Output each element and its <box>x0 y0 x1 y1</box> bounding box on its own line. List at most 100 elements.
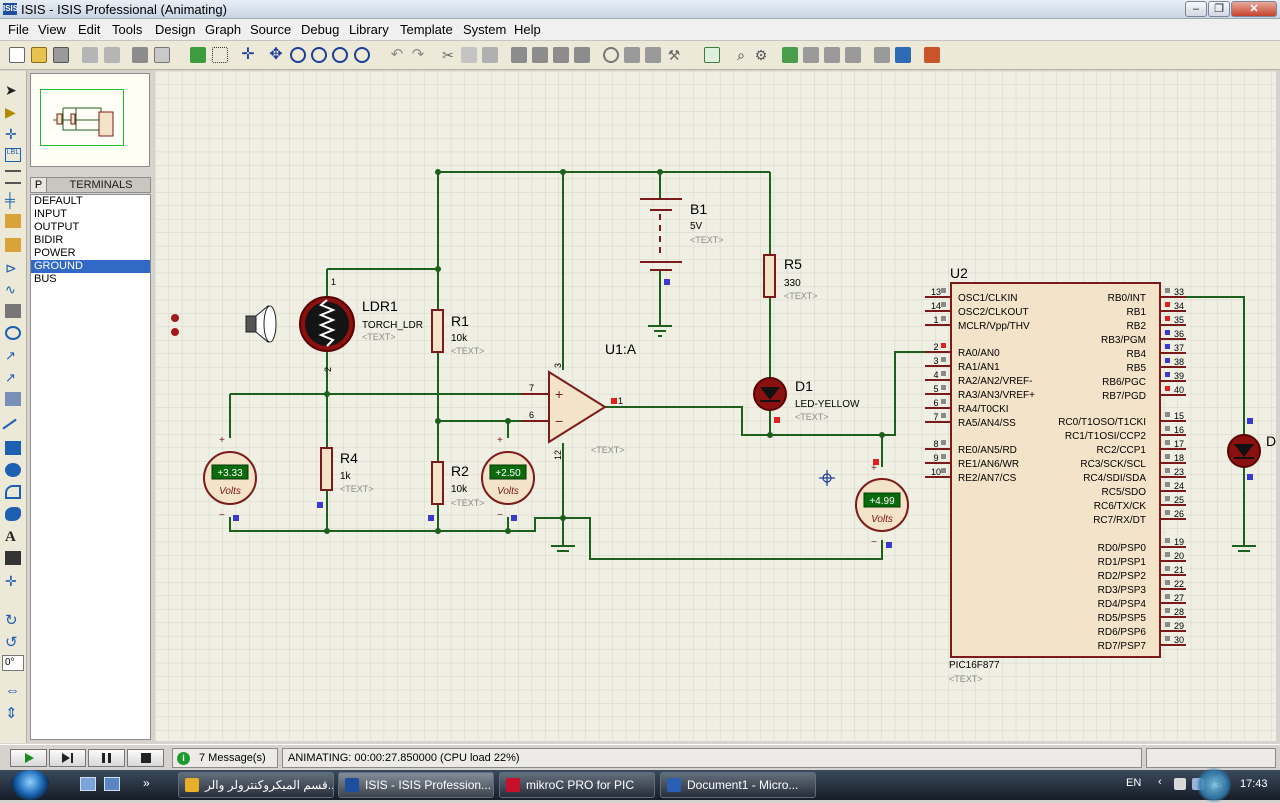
menu-system[interactable]: System <box>463 22 507 37</box>
marker-tool-icon[interactable]: ✛ <box>5 573 17 589</box>
circle-tool-icon[interactable] <box>5 463 21 477</box>
text-script-icon[interactable] <box>5 170 21 184</box>
block-copy-icon[interactable] <box>511 47 527 63</box>
netlist-to-ares-icon[interactable] <box>895 47 911 63</box>
play-button[interactable] <box>10 749 47 767</box>
schematic-editing-window[interactable]: LDR1 TORCH_LDR <TEXT> 1 2 R1 10k <TEXT> … <box>155 71 1280 743</box>
minimize-button[interactable]: ‒ <box>1185 1 1207 17</box>
menu-template[interactable]: Template <box>400 22 453 37</box>
virtual-instruments-icon[interactable] <box>5 392 21 406</box>
zoom-to-child-icon[interactable] <box>824 47 840 63</box>
box-tool-icon[interactable] <box>5 441 21 455</box>
block-delete-icon[interactable] <box>574 47 590 63</box>
voltmeter-3[interactable]: +4.99 Volts <box>855 478 909 532</box>
redo-icon[interactable]: ↷ <box>411 46 425 63</box>
stop-button[interactable] <box>127 749 164 767</box>
r1-resistor[interactable] <box>431 309 444 353</box>
wire-autorouter-icon[interactable] <box>704 47 720 63</box>
terminal-item-ground[interactable]: GROUND <box>31 260 150 273</box>
voltmeter-1[interactable]: +3.33 Volts <box>203 451 257 505</box>
taskbar-item-isis[interactable]: ISIS - ISIS Profession... <box>338 772 494 798</box>
tray-app-icon[interactable] <box>1174 778 1186 790</box>
menu-graph[interactable]: Graph <box>205 22 242 37</box>
generator-mode-icon[interactable] <box>5 326 21 340</box>
zoom-all-icon[interactable] <box>332 47 348 63</box>
language-indicator[interactable]: EN <box>1126 777 1142 789</box>
terminal-item-bus[interactable]: BUS <box>34 273 57 285</box>
r4-resistor[interactable] <box>320 447 333 491</box>
pick-device-icon[interactable] <box>603 47 619 63</box>
new-file-icon[interactable] <box>9 47 25 63</box>
paste-icon[interactable] <box>482 47 498 63</box>
clock[interactable]: 17:43 <box>1240 778 1268 790</box>
tape-recorder-icon[interactable] <box>5 304 21 318</box>
u2-pic16f877[interactable] <box>950 282 1161 658</box>
set-area-icon[interactable] <box>154 47 170 63</box>
b1-battery[interactable] <box>640 198 682 271</box>
quick-launch-overflow-icon[interactable]: » <box>143 776 150 790</box>
junction-dot-icon[interactable]: ✛ <box>5 126 17 142</box>
packaging-tool-icon[interactable] <box>645 47 661 63</box>
block-move-icon[interactable] <box>532 47 548 63</box>
terminal-item-default[interactable]: DEFAULT <box>34 195 83 207</box>
ldr1-component[interactable] <box>299 296 355 352</box>
d1-led[interactable] <box>753 377 787 411</box>
import-section-icon[interactable] <box>82 47 98 63</box>
device-pins-icon[interactable]: ⊳ <box>5 260 17 276</box>
origin-icon[interactable]: ✛ <box>241 46 255 63</box>
overview-viewport[interactable] <box>40 89 124 146</box>
r5-resistor[interactable] <box>763 254 776 298</box>
decompose-icon[interactable]: ⚒ <box>667 47 681 63</box>
rotate-clockwise-icon[interactable]: ↻ <box>5 612 18 629</box>
bill-of-materials-icon[interactable] <box>845 47 861 63</box>
menu-tools[interactable]: Tools <box>112 22 143 37</box>
zoom-out-icon[interactable] <box>311 47 327 63</box>
pick-button[interactable]: P <box>31 178 47 192</box>
menu-view[interactable]: View <box>38 22 66 37</box>
open-folder-icon[interactable] <box>31 47 47 63</box>
property-tool-icon[interactable]: ⚙ <box>754 47 768 63</box>
pan-icon[interactable]: ✥ <box>269 46 283 63</box>
graph-mode-icon[interactable]: ∿ <box>5 282 16 297</box>
mirror-y-icon[interactable]: ⇕ <box>5 705 18 722</box>
tray-expand-icon[interactable]: ‹ <box>1158 776 1162 788</box>
start-button[interactable] <box>10 770 50 800</box>
ares-icon[interactable] <box>924 47 940 63</box>
new-sheet-icon[interactable] <box>782 47 798 63</box>
restore-button[interactable]: ❐ <box>1208 1 1230 17</box>
subcircuit-mode-icon[interactable] <box>5 214 21 228</box>
print-icon[interactable] <box>132 47 148 63</box>
line-tool-icon[interactable] <box>2 418 24 440</box>
pause-button[interactable] <box>88 749 125 767</box>
r2-resistor[interactable] <box>431 461 444 505</box>
text-tool-icon[interactable]: A <box>5 529 16 545</box>
component-mode-icon[interactable]: ▶ <box>5 104 16 120</box>
voltmeter-2[interactable]: +2.50 Volts <box>481 451 535 505</box>
source-pin-icon[interactable] <box>171 328 179 336</box>
menu-edit[interactable]: Edit <box>78 22 101 37</box>
